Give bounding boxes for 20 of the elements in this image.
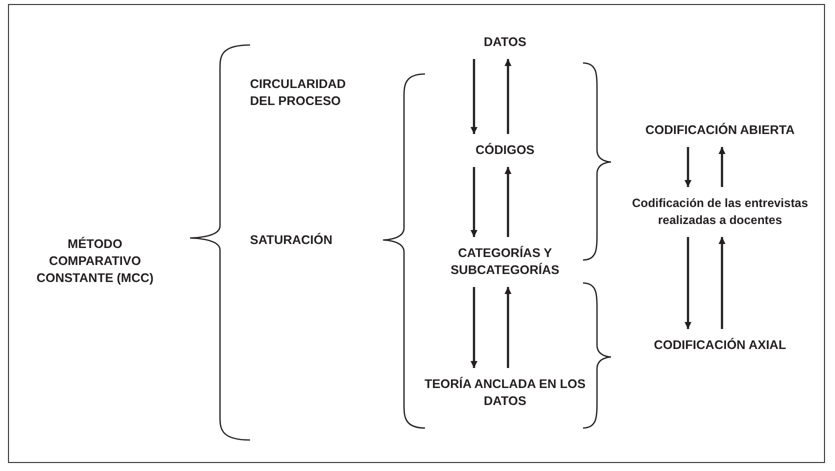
- node-label: Codificación de las entrevistas realizadas a docentes: [630, 195, 810, 229]
- node-label: CÓDIGOS: [474, 142, 536, 159]
- arrow: [470, 59, 478, 134]
- node-label: CIRCULARIDAD DEL PROCESO: [250, 76, 347, 110]
- arrow: [684, 237, 692, 329]
- node-label: TEORÍA ANCLADA EN LOS DATOS: [423, 376, 587, 410]
- arrow: [684, 147, 692, 187]
- arrow: [718, 147, 726, 187]
- arrow: [470, 287, 478, 368]
- arrow: [470, 167, 478, 237]
- arrow: [504, 167, 512, 237]
- arrow: [504, 287, 512, 368]
- node-label: CODIFICACIÓN ABIERTA: [644, 122, 796, 139]
- node-label: DATOS: [482, 34, 528, 51]
- node-label: MÉTODO COMPARATIVO CONSTANTE (MCC): [35, 236, 155, 287]
- arrow: [718, 237, 726, 329]
- node-label: CODIFICACIÓN AXIAL: [652, 337, 788, 354]
- node-label: SATURACIÓN: [250, 232, 334, 249]
- arrow: [504, 59, 512, 134]
- node-label: CATEGORÍAS Y SUBCATEGORÍAS: [450, 245, 560, 279]
